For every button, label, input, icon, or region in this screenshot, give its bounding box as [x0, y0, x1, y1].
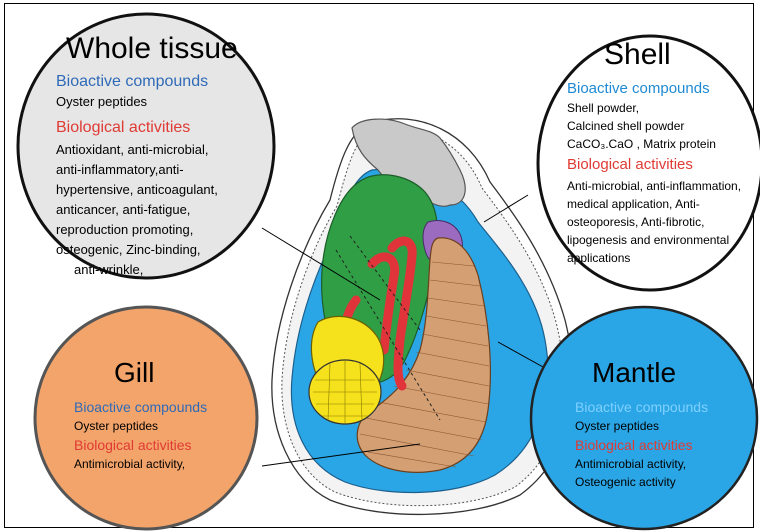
- whole-tissue-activity: Antioxidant, anti-microbial,: [56, 142, 208, 157]
- gill-compounds-heading: Bioactive compounds: [74, 399, 207, 415]
- shell-activities-heading: Biological activities: [567, 156, 693, 173]
- whole-tissue-activity: hypertensive, anticoagulant,: [56, 182, 218, 197]
- whole-tissue-activity: anticancer, anti-fatigue,: [56, 202, 190, 217]
- shell-compound: CaCO₃.CaO , Matrix protein: [567, 137, 716, 151]
- shell-compound: Calcined shell powder: [567, 119, 684, 133]
- gill-title: Gill: [114, 357, 154, 388]
- whole-tissue-activity: anti-inflammatory,anti-: [56, 162, 184, 177]
- mantle-compound: Oyster peptides: [575, 419, 659, 433]
- oyster-illustration: [272, 119, 573, 515]
- mantle-compounds-heading: Bioactive compounds: [575, 399, 708, 415]
- shell-compound: Shell powder,: [567, 101, 639, 115]
- mantle-circle: [531, 307, 757, 529]
- shell-activity: applications: [567, 251, 630, 265]
- mantle-activity: Osteogenic activity: [575, 475, 676, 489]
- mantle-title: Mantle: [592, 357, 676, 388]
- whole-tissue-activity: reproduction promoting,: [56, 222, 193, 237]
- shell-activity: lipogenesis and environmental: [567, 233, 729, 247]
- whole-tissue-activities-heading: Biological activities: [56, 119, 190, 136]
- shell-title: Shell: [604, 38, 671, 71]
- whole-tissue-activity: osteogenic, Zinc-binding,: [56, 242, 201, 257]
- shell-activity: Anti-microbial, anti-inflammation,: [567, 179, 741, 193]
- shell-activity: medical application, Anti-: [567, 197, 700, 211]
- whole-tissue-title: Whole tissue: [66, 32, 238, 65]
- whole-tissue-compounds-heading: Bioactive compounds: [56, 73, 208, 90]
- whole-tissue-compound: Oyster peptides: [56, 94, 148, 109]
- mantle-activities-heading: Biological activities: [575, 437, 693, 453]
- shell-compounds-heading: Bioactive compounds: [567, 80, 710, 97]
- gill-compound: Oyster peptides: [74, 419, 158, 433]
- mantle-activity: Antimicrobial activity,: [575, 457, 686, 471]
- gill-circle: [35, 307, 257, 529]
- whole-tissue-activity: anti-wrinkle,: [74, 262, 143, 277]
- gill-activities-heading: Biological activities: [74, 437, 192, 453]
- shell-activity: osteoporesis, Anti-fibrotic,: [567, 215, 704, 229]
- gill-activity: Antimicrobial activity,: [74, 457, 185, 471]
